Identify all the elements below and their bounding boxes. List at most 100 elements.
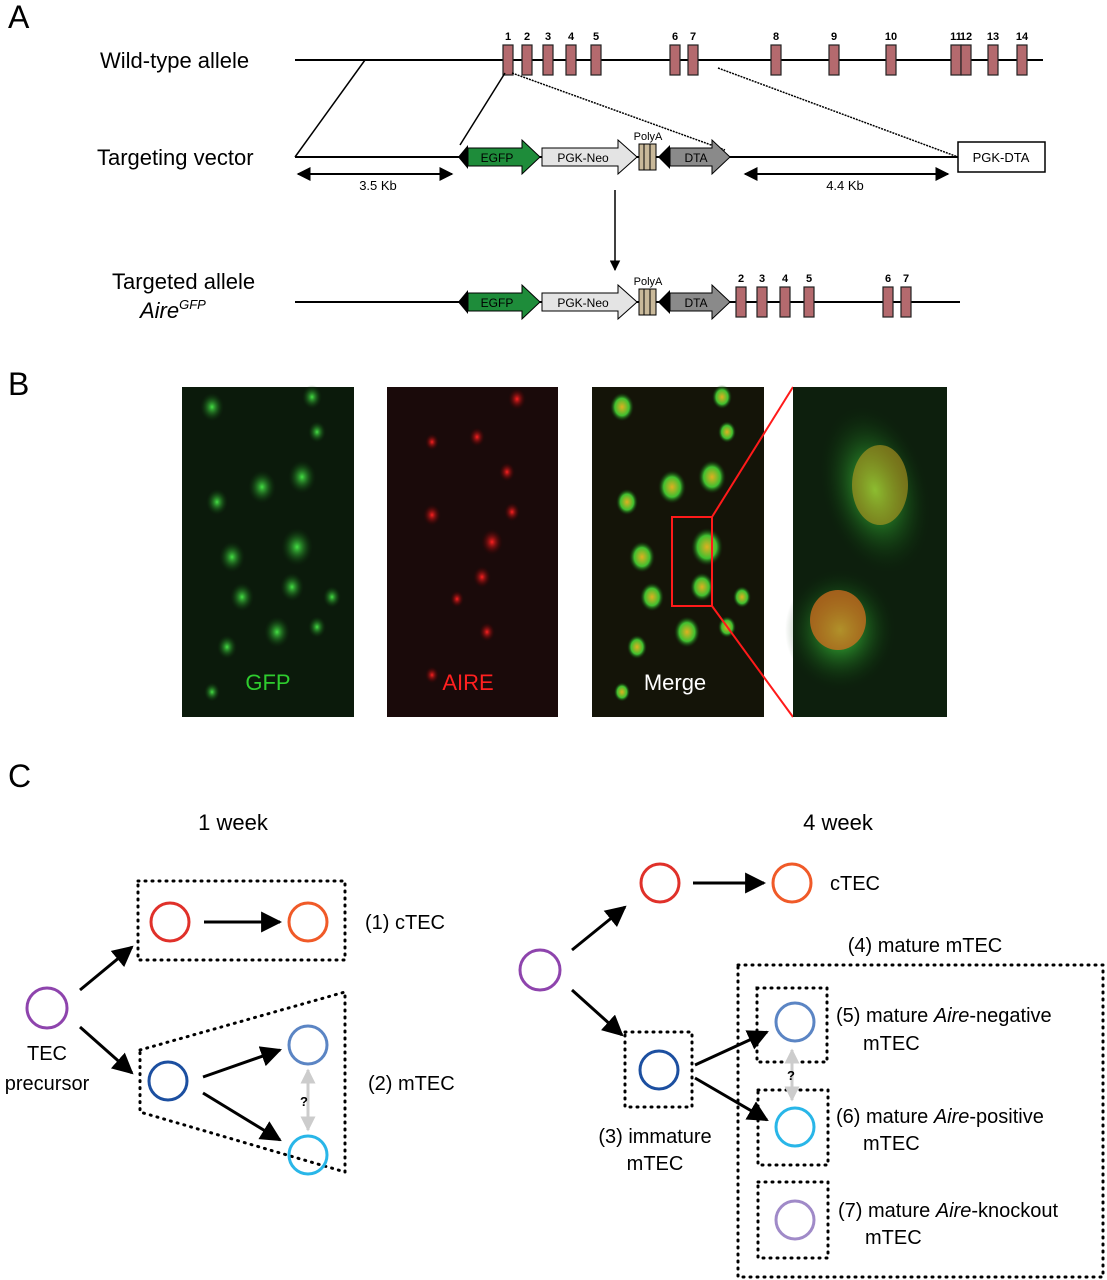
polya-box xyxy=(638,288,657,316)
pgk-neo-label: PGK-Neo xyxy=(557,151,609,165)
merge-image xyxy=(592,387,764,717)
exon-number: 10 xyxy=(885,31,897,43)
right-arm-size: 4.4 Kb xyxy=(826,178,864,193)
ctec-early-cell xyxy=(149,901,191,943)
cell-signal xyxy=(425,666,439,684)
exon-number: 2 xyxy=(524,31,530,43)
precursor-label-2: precursor xyxy=(5,1073,90,1095)
cell-signal xyxy=(219,541,245,573)
exon xyxy=(669,44,681,76)
exon-number: 6 xyxy=(885,273,891,285)
exon-number: 4 xyxy=(782,273,789,285)
aire-positive-label: (6) mature Aire-positive xyxy=(836,1106,1044,1128)
immature-label-1: (3) immature xyxy=(598,1126,711,1148)
reverse-arrowhead xyxy=(458,290,468,314)
cell-signal xyxy=(280,572,304,602)
exon-number: 3 xyxy=(759,273,765,285)
targeted-allele-name: AireGFP xyxy=(138,297,206,323)
aire-negative-cell-1wk xyxy=(287,1024,329,1066)
targeted-cassette: EGFP PGK-Neo PolyA DTA xyxy=(458,276,731,321)
cell-signal xyxy=(217,635,237,659)
exon-number: 5 xyxy=(593,31,599,43)
cell-signal xyxy=(691,527,723,567)
pgk-dta-box xyxy=(957,141,1046,173)
aire-label: AIRE xyxy=(442,670,493,695)
exon-number: 7 xyxy=(903,273,909,285)
exon xyxy=(756,286,768,318)
cell-signal xyxy=(481,528,503,556)
cell-signal xyxy=(200,392,224,422)
exon xyxy=(542,44,554,76)
exon-number: 14 xyxy=(1016,31,1029,43)
pgk-dta-label: PGK-DTA xyxy=(973,150,1030,165)
exon xyxy=(900,286,912,318)
cell-signal xyxy=(230,582,254,612)
aire-positive-label-2: mTEC xyxy=(863,1133,920,1155)
pgk-neo-label: PGK-Neo xyxy=(557,296,609,310)
cell-signal xyxy=(640,582,664,612)
mtec-box-1wk xyxy=(138,990,347,1175)
dta-arrow xyxy=(669,138,731,176)
exon xyxy=(687,44,699,76)
ctec-box-1wk xyxy=(136,879,347,962)
exon-number: 1 xyxy=(505,31,511,43)
exon-number: 6 xyxy=(672,31,678,43)
ctec-label-4wk: cTEC xyxy=(830,873,880,895)
egfp-arrow xyxy=(467,283,541,321)
cell-signal xyxy=(718,421,736,443)
aire-negative-cell-4wk xyxy=(774,1001,816,1043)
merge-label: Merge xyxy=(644,670,706,695)
cell-signal xyxy=(658,470,686,504)
cell-signal xyxy=(508,388,526,410)
exon-number: 13 xyxy=(987,31,999,43)
cell-signal xyxy=(479,622,495,642)
wildtype-label: Wild-type allele xyxy=(100,48,249,73)
ctec-label-1wk: (1) cTEC xyxy=(365,912,445,934)
cell-signal xyxy=(614,682,630,702)
immature-box xyxy=(623,1030,694,1109)
reverse-arrowhead xyxy=(658,290,670,314)
vector-label: Targeting vector xyxy=(97,145,254,170)
week1-title: 1 week xyxy=(198,810,269,835)
cell-signal xyxy=(264,616,290,648)
panel-label-a: A xyxy=(8,0,30,35)
aire-positive-cell-4wk xyxy=(774,1106,816,1148)
polya-box xyxy=(638,143,657,171)
exon-number: 2 xyxy=(738,273,744,285)
cell-signal xyxy=(610,392,634,422)
exon xyxy=(882,286,894,318)
exon xyxy=(770,44,782,76)
cell-signal xyxy=(698,460,726,494)
exon-number: 11 xyxy=(950,31,962,43)
cell-signal xyxy=(473,566,491,588)
zoom-region-box xyxy=(671,516,713,607)
cell-signal xyxy=(206,488,228,516)
immature-label-2: mTEC xyxy=(627,1153,684,1175)
question-mark-4wk: ? xyxy=(787,1068,795,1083)
exon xyxy=(960,44,972,76)
polya-label: PolyA xyxy=(634,276,663,288)
cell-signal xyxy=(616,488,638,516)
egfp-label: EGFP xyxy=(481,296,514,310)
ctec-late-cell-4wk xyxy=(771,862,813,904)
cell-signal xyxy=(308,421,326,443)
exon xyxy=(521,44,533,76)
egfp-label: EGFP xyxy=(481,151,514,165)
cell-signal xyxy=(323,586,341,608)
gfp-label: GFP xyxy=(245,670,290,695)
exon xyxy=(987,44,999,76)
cell-signal xyxy=(302,385,322,409)
exon-number: 3 xyxy=(545,31,551,43)
pgk-neo-arrow xyxy=(541,138,638,176)
dta-label: DTA xyxy=(684,296,707,310)
exon-number: 4 xyxy=(568,31,575,43)
cell-signal xyxy=(281,527,313,567)
exon xyxy=(735,286,747,318)
cell-signal xyxy=(204,682,220,702)
tec-precursor-cell-4wk xyxy=(518,948,562,992)
week4-title: 4 week xyxy=(803,810,874,835)
